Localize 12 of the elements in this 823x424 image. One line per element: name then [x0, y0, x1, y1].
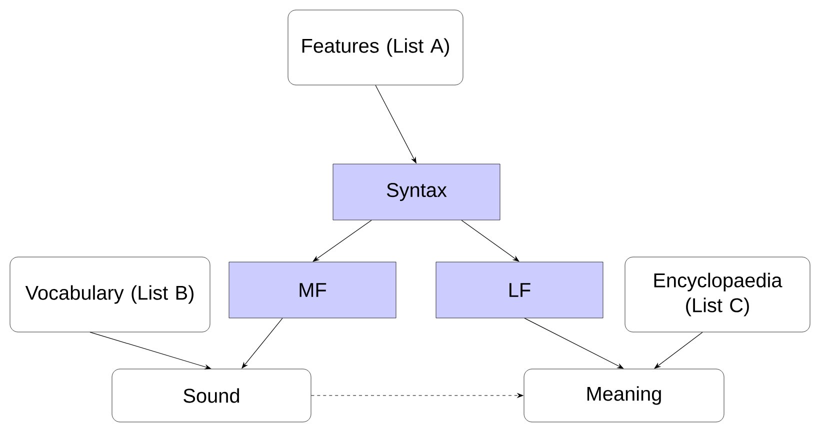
concept-box: Features (List A) [288, 10, 464, 86]
arrow [461, 220, 520, 262]
arrow [524, 318, 624, 369]
arrow [312, 220, 372, 262]
concept-box: Sound [112, 368, 312, 422]
concept-box: Vocabulary (List B) [10, 256, 210, 332]
concept-box: Meaning [524, 368, 724, 422]
arrow [654, 332, 703, 369]
module-box: MF [228, 262, 396, 318]
module-box: Syntax [332, 164, 500, 220]
concept-box: Encyclopaedia (List C) [624, 256, 810, 332]
module-box: LF [436, 262, 604, 318]
